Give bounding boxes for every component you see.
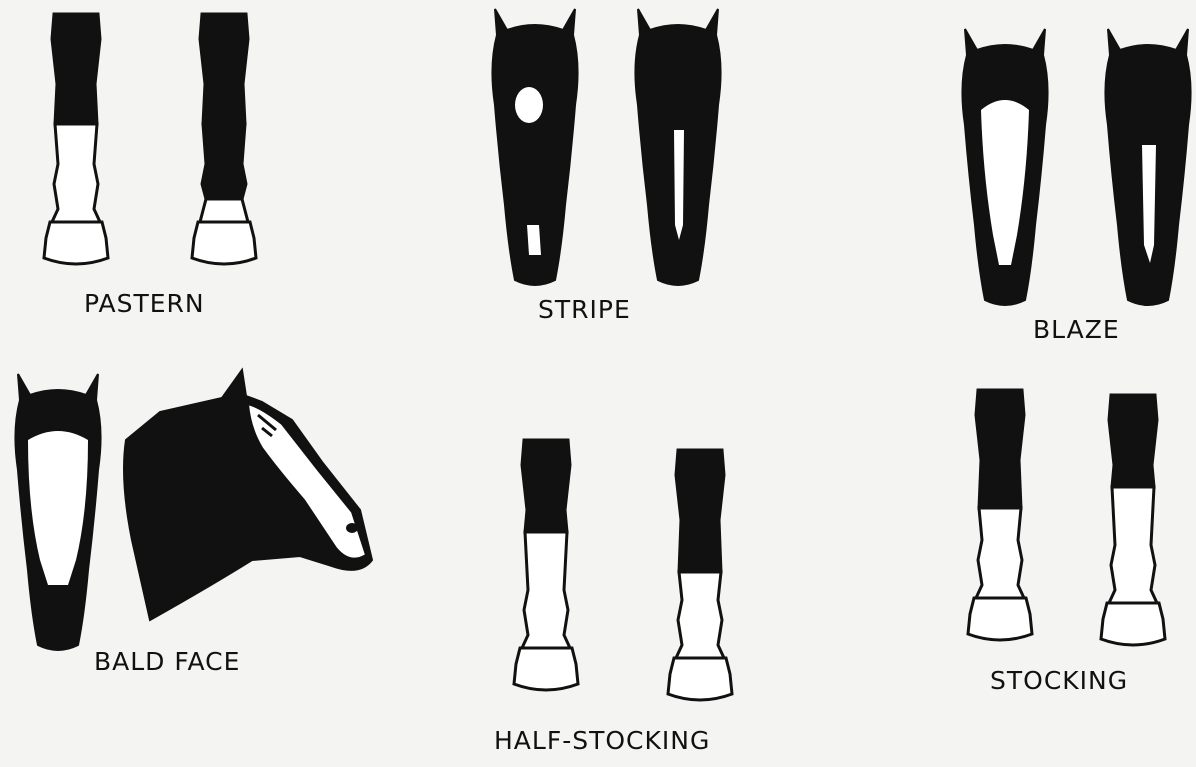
leg-upper-black <box>52 14 100 124</box>
blaze-illustration <box>962 29 1047 305</box>
label-blaze: BLAZE <box>1033 315 1120 344</box>
bald-face-front-illustration <box>15 374 100 650</box>
stocking-right-illustration <box>1101 395 1165 645</box>
half-stocking-right-illustration <box>668 450 732 700</box>
snip-marking <box>527 225 541 255</box>
label-stocking: STOCKING <box>990 666 1128 695</box>
label-bald-face: BALD FACE <box>94 647 240 676</box>
stripe-marking <box>674 130 684 240</box>
label-stripe: STRIPE <box>538 295 631 324</box>
stripe-illustration <box>635 9 720 285</box>
pastern-illustration <box>44 14 108 264</box>
label-pastern: PASTERN <box>84 289 205 318</box>
leg-lower-white <box>52 124 100 222</box>
hoof <box>44 222 108 264</box>
star-snip-illustration <box>492 9 577 285</box>
half-stocking-left-illustration <box>514 440 578 690</box>
star-marking <box>515 87 543 123</box>
pastern-partial-illustration <box>192 14 256 264</box>
stocking-left-illustration <box>968 390 1032 640</box>
bald-face-side-illustration <box>124 370 372 620</box>
narrow-blaze-illustration <box>1105 29 1190 305</box>
label-half-stocking: HALF-STOCKING <box>494 726 710 755</box>
